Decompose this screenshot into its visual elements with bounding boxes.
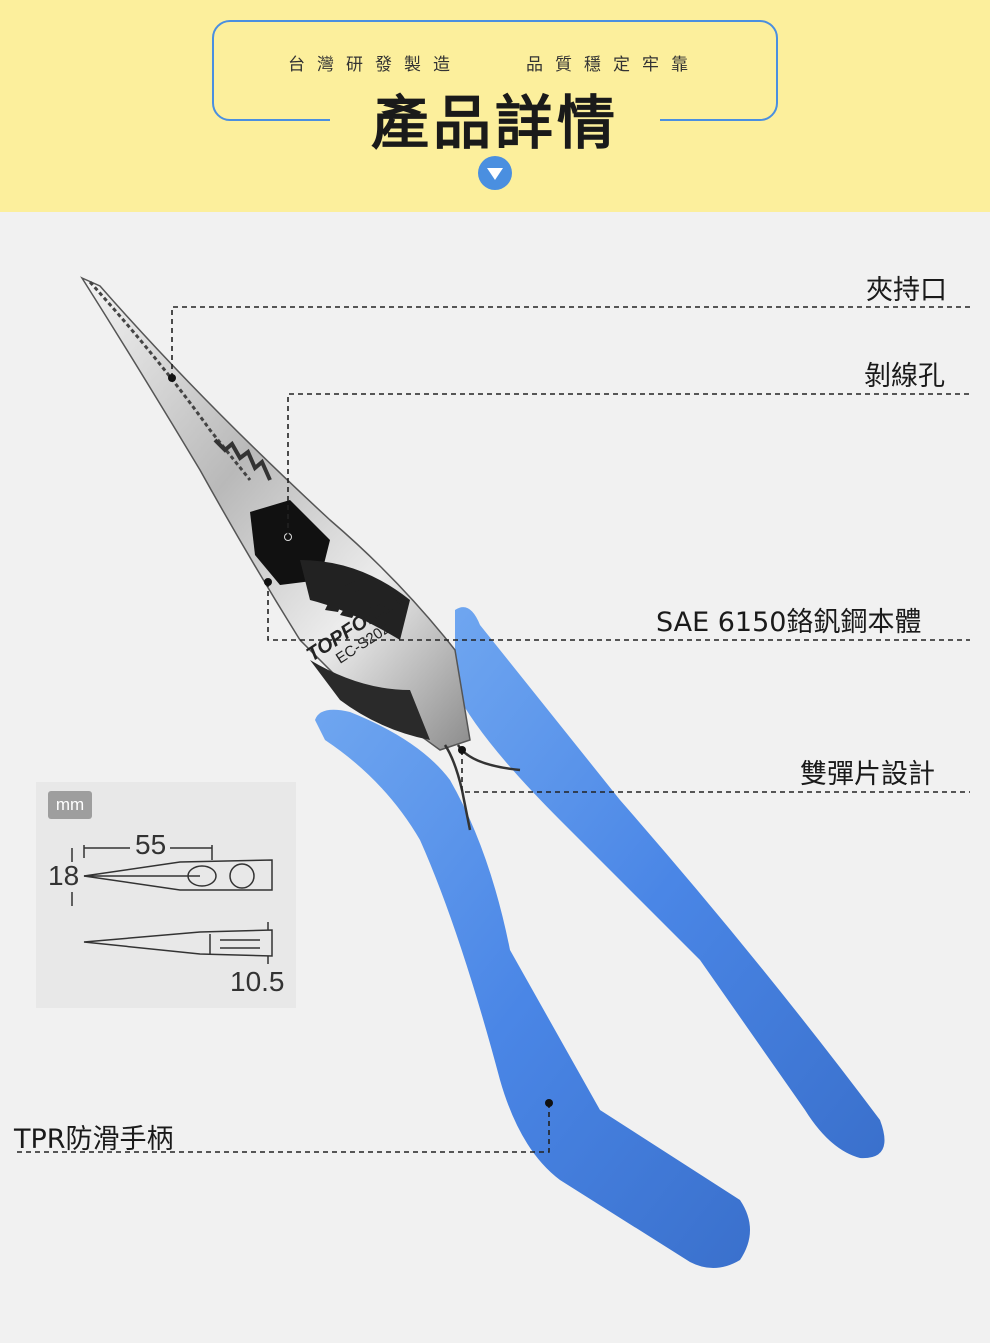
dimension-width: 10.5: [230, 966, 285, 997]
callout-body-label: SAE 6150鉻釩鋼本體: [656, 607, 922, 638]
dimension-diagram: [36, 782, 296, 1008]
page-title: 產品詳情: [370, 89, 619, 157]
callout-line-body: [267, 582, 970, 641]
header-banner: 台灣研發製造 品質穩定牢靠 產品詳情: [0, 0, 990, 212]
callout-jaw-label: 夾持口: [866, 275, 947, 306]
lower-jaw-shadow: [310, 660, 430, 740]
header-frame-gap: [330, 110, 660, 134]
plier-illustration: TOPFORZA EC-S202: [14, 276, 970, 1269]
callout-spring-label: 雙彈片設計: [800, 759, 935, 790]
tagline-quality: 品質穩定牢靠: [526, 55, 700, 75]
cutter-teeth: [213, 438, 272, 481]
unit-badge: mm: [48, 791, 92, 819]
callout-stripper-label: 剝線孔: [864, 361, 945, 392]
callout-line-stripper: [287, 393, 970, 537]
brand-logo-mark: [325, 578, 365, 618]
down-triangle-icon: [478, 156, 512, 190]
pivot-shadow: [300, 560, 410, 640]
jaw-teeth: [88, 280, 252, 481]
dimension-height: 18: [48, 860, 80, 891]
dimension-drawing: [71, 845, 273, 964]
dimension-length: 55: [135, 829, 167, 860]
callout-line-jaw: [171, 306, 970, 378]
left-handle: [315, 709, 750, 1269]
tagline-made-in-taiwan: 台灣研發製造: [288, 55, 462, 75]
right-handle: [455, 607, 885, 1159]
callout-grip-label: TPR防滑手柄: [14, 1124, 174, 1155]
callout-line-spring: [461, 750, 970, 793]
callout-line-grip: [14, 1103, 550, 1153]
